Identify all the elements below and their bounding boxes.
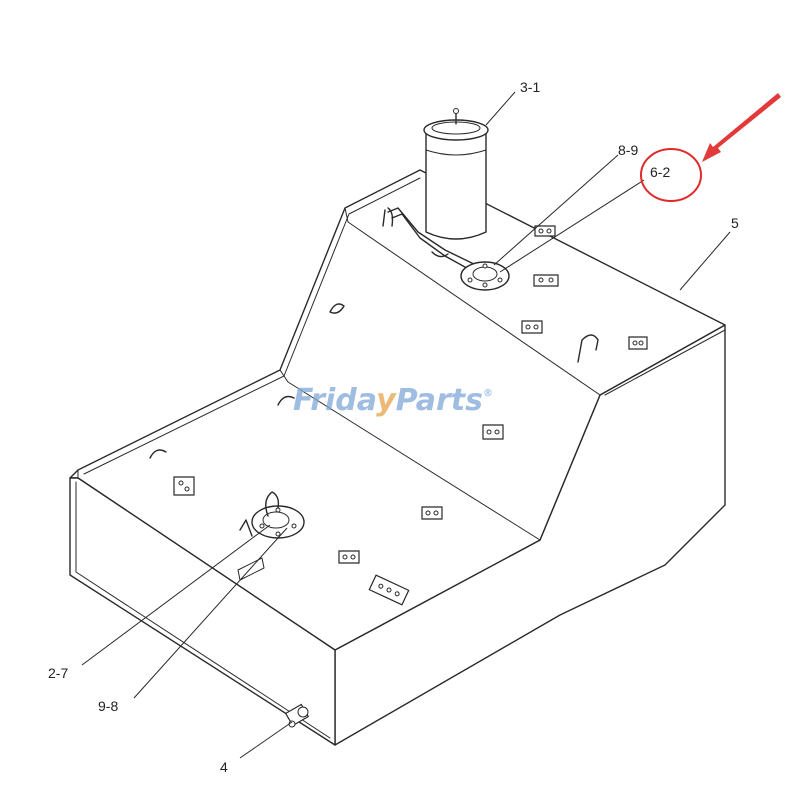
tank-front-face bbox=[69, 477, 336, 746]
leader-9-8 bbox=[133, 527, 288, 699]
red-arrow-icon bbox=[702, 93, 781, 162]
upper-sender-plate bbox=[460, 261, 510, 291]
leader-8-9 bbox=[493, 154, 619, 266]
svg-text:FridayParts®: FridayParts® bbox=[293, 383, 493, 418]
leader-3-1 bbox=[485, 91, 516, 126]
watermark-word-2: Parts bbox=[396, 383, 483, 418]
lifting-hooks bbox=[149, 207, 599, 459]
label-9-8: 9-8 bbox=[98, 698, 118, 714]
mounting-pads bbox=[173, 225, 648, 606]
leader-2-7 bbox=[81, 524, 271, 666]
highlight-circle bbox=[640, 148, 702, 202]
drain-valve bbox=[284, 703, 310, 728]
watermark-registered-mark: ® bbox=[483, 388, 493, 399]
highlight-annotation bbox=[640, 93, 781, 202]
leader-4 bbox=[239, 721, 293, 759]
watermark-logo: FridayParts® bbox=[293, 383, 493, 418]
part-labels: 3-1 8-9 6-2 5 2-7 9-8 4 bbox=[48, 79, 739, 775]
label-6-2: 6-2 bbox=[650, 164, 670, 180]
fuel-tank-body bbox=[69, 169, 726, 746]
fuel-line-pipe bbox=[387, 207, 479, 273]
watermark-word-1: Frida bbox=[293, 383, 376, 418]
leader-6-2 bbox=[499, 179, 645, 273]
label-4: 4 bbox=[220, 759, 228, 775]
watermark-accent-letter: y bbox=[376, 383, 397, 418]
label-8-9: 8-9 bbox=[618, 142, 638, 158]
leader-lines bbox=[81, 91, 731, 759]
label-2-7: 2-7 bbox=[48, 665, 68, 681]
label-3-1: 3-1 bbox=[520, 79, 540, 95]
leader-5 bbox=[679, 231, 731, 291]
breather-canister bbox=[423, 108, 489, 240]
label-5: 5 bbox=[731, 215, 739, 231]
